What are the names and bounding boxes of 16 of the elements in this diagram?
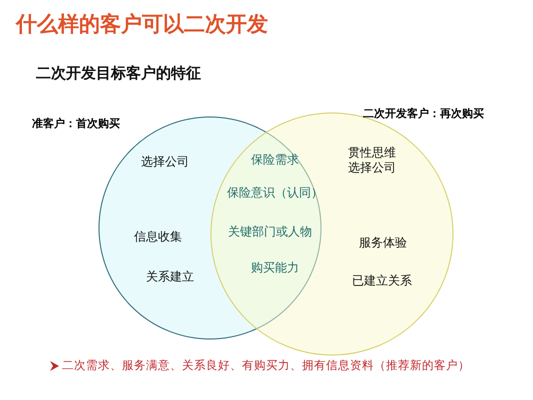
- feature-text: 关键部门或人物: [228, 224, 312, 240]
- feature-text: 贯性思维: [348, 144, 396, 162]
- feature-text: 选择公司: [348, 160, 396, 176]
- summary-note: 二次需求、服务满意、关系良好、有购买力、拥有信息资料（推荐新的客户）: [62, 358, 470, 373]
- feature-text: 关系建立: [146, 268, 194, 286]
- title: 什么样的客户可以二次开发: [16, 11, 268, 38]
- set-heading: 准客户：首次购买: [32, 116, 120, 131]
- subtitle: 二次开发目标客户的特征: [36, 64, 201, 83]
- feature-text: 服务体验: [359, 234, 407, 252]
- feature-text: 已建立关系: [352, 272, 412, 290]
- feature-text: 选择公司: [141, 154, 189, 170]
- feature-text: 保险需求: [251, 152, 299, 168]
- set-heading: 二次开发客户：再次购买: [363, 106, 484, 121]
- feature-text: 信息收集: [134, 228, 182, 246]
- feature-text: 保险意识（认同）: [227, 184, 323, 202]
- feature-text: 购买能力: [251, 260, 299, 276]
